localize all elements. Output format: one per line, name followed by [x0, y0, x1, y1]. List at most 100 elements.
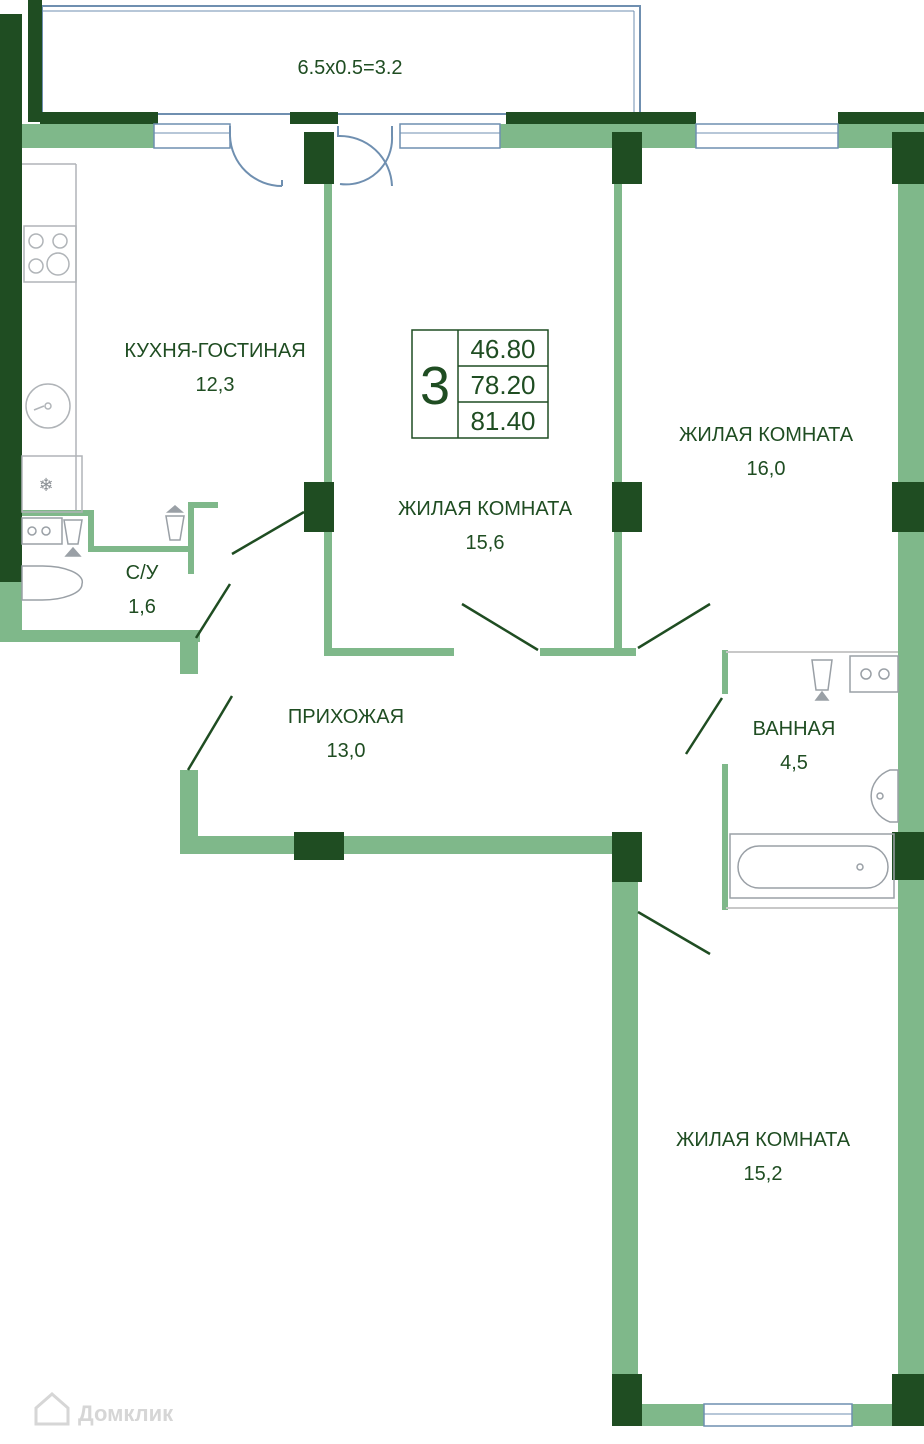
room-area-hallway: 13,0	[327, 740, 366, 762]
wall-top	[500, 124, 696, 148]
drain	[44, 402, 52, 410]
living-area-value: 46.80	[470, 334, 535, 364]
door	[637, 602, 711, 650]
burner	[52, 233, 68, 249]
summary-box	[411, 329, 549, 439]
bathroom-outline	[726, 651, 898, 909]
column	[612, 132, 642, 184]
wall-kitchen-su	[88, 546, 188, 552]
interior-walls	[22, 148, 728, 910]
wall-su-right	[188, 502, 194, 574]
wall-su-stub	[180, 638, 198, 674]
total-area-value: 78.20	[470, 370, 535, 400]
window	[703, 1403, 853, 1427]
balcony-label: 6.5x0.5=3.2	[297, 57, 402, 79]
bathroom-fixtures	[729, 655, 899, 899]
watermark-text: Домклик	[78, 1401, 174, 1426]
room-area-living-center: 15,6	[466, 532, 505, 554]
balcony-wall	[506, 112, 696, 124]
wall-left-dark	[0, 14, 22, 582]
su-fixtures	[21, 505, 185, 601]
watermark: Домклик	[34, 1392, 174, 1426]
room-area-su: 1,6	[128, 596, 156, 618]
room-area-bathroom: 4,5	[780, 752, 808, 774]
column	[612, 482, 642, 532]
room-name-living-bottom: ЖИЛАЯ КОМНАТА	[676, 1129, 851, 1151]
wall-su-top	[188, 502, 218, 508]
window-sills	[154, 132, 852, 1415]
room-area-kitchen: 12,3	[196, 374, 235, 396]
rooms-count: 3	[420, 356, 450, 416]
wall-hall-bottom	[180, 836, 616, 854]
total-with-balcony-value: 81.40	[470, 406, 535, 436]
mini-sink-icon	[21, 517, 63, 545]
cup-icon	[63, 519, 83, 545]
balcony-wall	[290, 112, 338, 124]
room-area-living-bottom: 15,2	[744, 1163, 783, 1185]
cup-icon	[811, 659, 833, 691]
door-swing	[339, 126, 394, 186]
tap-icon	[64, 546, 82, 557]
windows	[153, 123, 853, 1427]
column	[304, 482, 334, 532]
wall-living-center-bottom	[540, 648, 636, 656]
burner	[28, 258, 44, 274]
window	[153, 123, 231, 149]
balcony-doors	[229, 126, 394, 187]
column	[892, 482, 924, 532]
column	[612, 832, 642, 882]
kitchen-fixtures: ❄	[21, 163, 83, 513]
bin-icon	[165, 515, 185, 541]
room-name-kitchen: КУХНЯ-ГОСТИНАЯ	[124, 340, 305, 362]
wall-living-divider	[614, 148, 622, 652]
door-swing	[229, 126, 283, 187]
room-labels: КУХНЯ-ГОСТИНАЯ 12,3 С/У 1,6 ЖИЛАЯ КОМНАТ…	[124, 340, 853, 1185]
wall-left-bottom	[0, 580, 22, 638]
washbasin-icon	[870, 769, 899, 823]
door	[231, 510, 305, 556]
column	[892, 832, 924, 880]
wall-bath-left	[722, 650, 728, 694]
door	[186, 695, 234, 771]
bathtub-inner	[737, 845, 889, 889]
wall-bath-left	[722, 764, 728, 910]
wall-living-center-bottom	[324, 648, 454, 656]
snowflake-icon: ❄	[38, 475, 53, 496]
columns	[294, 132, 924, 1426]
stove-icon	[23, 225, 77, 283]
room-name-bathroom: ВАННАЯ	[753, 718, 836, 740]
interior-doors	[186, 510, 724, 956]
tap-icon	[165, 505, 185, 513]
wall-right	[898, 124, 924, 1424]
balcony-wall	[28, 0, 42, 122]
door	[461, 602, 539, 652]
wall-top	[18, 124, 154, 148]
room-name-su: С/У	[126, 562, 159, 584]
column	[294, 832, 344, 860]
balcony-wall	[838, 112, 924, 124]
house-icon	[34, 1392, 70, 1426]
window	[695, 123, 839, 149]
balcony: 6.5x0.5=3.2	[28, 0, 924, 124]
wall-su-bottom	[0, 630, 200, 642]
balcony-wall	[40, 112, 158, 124]
door	[637, 910, 711, 956]
wall-bottom-room-left	[612, 836, 638, 1426]
wall-kitchen-su	[88, 510, 94, 552]
bathtub-icon	[729, 833, 895, 899]
wall-living-center-left	[324, 148, 332, 652]
room-name-living-right: ЖИЛАЯ КОМНАТА	[679, 424, 854, 446]
sink-icon	[25, 383, 71, 429]
tap-icon	[814, 690, 830, 701]
burner	[46, 252, 70, 276]
wall-hall-left	[180, 770, 198, 854]
column	[892, 132, 924, 184]
door	[684, 697, 724, 755]
room-name-hallway: ПРИХОЖАЯ	[288, 706, 404, 728]
door-swing	[337, 126, 393, 187]
wall-kitchen-su	[22, 510, 94, 516]
exterior-walls	[0, 124, 924, 1426]
burner	[28, 233, 44, 249]
summary-frame	[411, 329, 549, 439]
